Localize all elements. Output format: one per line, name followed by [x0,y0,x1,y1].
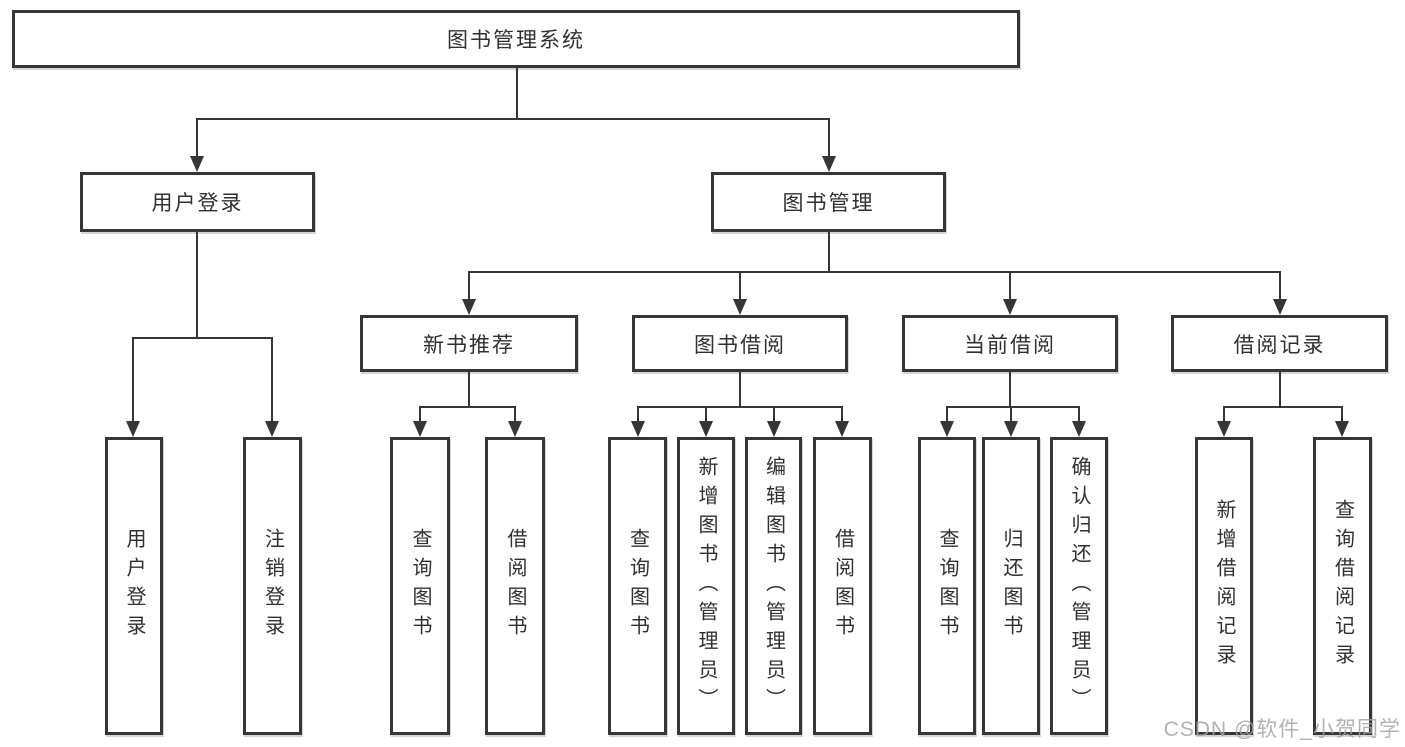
arrowhead-down-icon [631,421,645,437]
connector-line [1223,406,1225,423]
connector-line [468,271,470,301]
leaf-label: 借阅图书 [504,528,526,644]
connector-line [419,406,421,423]
node-borrowing-records: 借阅记录 [1171,315,1388,372]
node-book-management: 图书管理 [711,172,946,232]
connector-line [1279,372,1281,406]
connector-line [468,372,470,406]
arrowhead-down-icon [940,421,954,437]
connector-line [739,271,741,301]
connector-line [1223,406,1342,408]
connector-line [1010,406,1012,423]
arrowhead-down-icon [265,421,279,437]
connector-line [637,406,842,408]
leaf-label: 编辑图书（管理员） [762,455,785,717]
arrowhead-down-icon [1335,421,1349,437]
arrowhead-down-icon [1217,421,1231,437]
csdn-watermark: CSDN @软件_小贺同学 [1163,718,1401,741]
leaf-user-login: 用户登录 [105,437,163,735]
arrowhead-down-icon [508,421,522,437]
leaf-add-books-admin: 新增图书（管理员） [677,437,735,735]
node-new-book-recommendation: 新书推荐 [360,315,578,372]
leaf-query-books-borrow: 查询图书 [608,437,667,735]
arrowhead-down-icon [733,299,747,315]
arrowhead-down-icon [767,421,781,437]
connector-line [946,406,948,423]
connector-line [705,406,707,423]
arrowhead-down-icon [1273,299,1287,315]
leaf-borrow-books: 借阅图书 [813,437,872,735]
arrowhead-down-icon [699,421,713,437]
leaf-label: 查询图书 [936,528,958,644]
connector-line [946,406,1079,408]
connector-line [1009,271,1011,301]
leaf-label: 查询图书 [626,528,649,644]
leaf-query-books-recommend: 查询图书 [390,437,450,735]
connector-line [271,337,273,423]
leaf-confirm-return-admin: 确认归还（管理员） [1050,437,1108,735]
node-user-login: 用户登录 [80,172,315,232]
connector-line [1341,406,1343,423]
node-current-borrowing: 当前借阅 [902,315,1118,372]
leaf-label: 注销登录 [261,528,284,644]
arrowhead-down-icon [1003,299,1017,315]
leaf-logout: 注销登录 [243,437,302,735]
connector-line [828,118,830,158]
leaf-return-books: 归还图书 [982,437,1040,735]
connector-line [516,68,518,118]
connector-line [419,406,516,408]
arrowhead-down-icon [1072,421,1086,437]
arrowhead-down-icon [462,299,476,315]
connector-line [828,232,830,271]
leaf-label: 用户登录 [123,528,145,644]
leaf-label: 归还图书 [1000,528,1022,644]
leaf-add-borrow-record: 新增借阅记录 [1195,437,1253,735]
leaf-label: 新增图书（管理员） [695,455,717,717]
connector-line [1078,406,1080,423]
connector-line [196,232,198,337]
leaf-label: 借阅图书 [831,528,854,644]
arrowhead-down-icon [835,421,849,437]
leaf-borrow-books-recommend: 借阅图书 [485,437,545,735]
arrowhead-down-icon [126,421,140,437]
connector-line [196,118,830,120]
leaf-edit-books-admin: 编辑图书（管理员） [745,437,802,735]
leaf-query-books-current: 查询图书 [918,437,976,735]
connector-line [841,406,843,423]
connector-line [773,406,775,423]
leaf-label: 查询图书 [409,528,431,644]
connector-line [1009,372,1011,406]
connector-line [637,406,639,423]
leaf-label: 确认归还（管理员） [1068,455,1090,717]
leaf-label: 查询借阅记录 [1331,499,1354,673]
connector-line [1279,271,1281,301]
connector-line [133,337,272,339]
connector-line [196,118,198,158]
leaf-label: 新增借阅记录 [1213,499,1235,673]
node-book-borrowing: 图书借阅 [632,315,848,372]
arrowhead-down-icon [413,421,427,437]
connector-line [739,372,741,406]
connector-line [132,337,134,423]
arrowhead-down-icon [822,156,836,172]
leaf-query-borrow-record: 查询借阅记录 [1313,437,1372,735]
connector-line [468,271,1281,273]
arrowhead-down-icon [190,156,204,172]
connector-line [514,406,516,423]
arrowhead-down-icon [1004,421,1018,437]
node-library-system: 图书管理系统 [12,10,1020,68]
